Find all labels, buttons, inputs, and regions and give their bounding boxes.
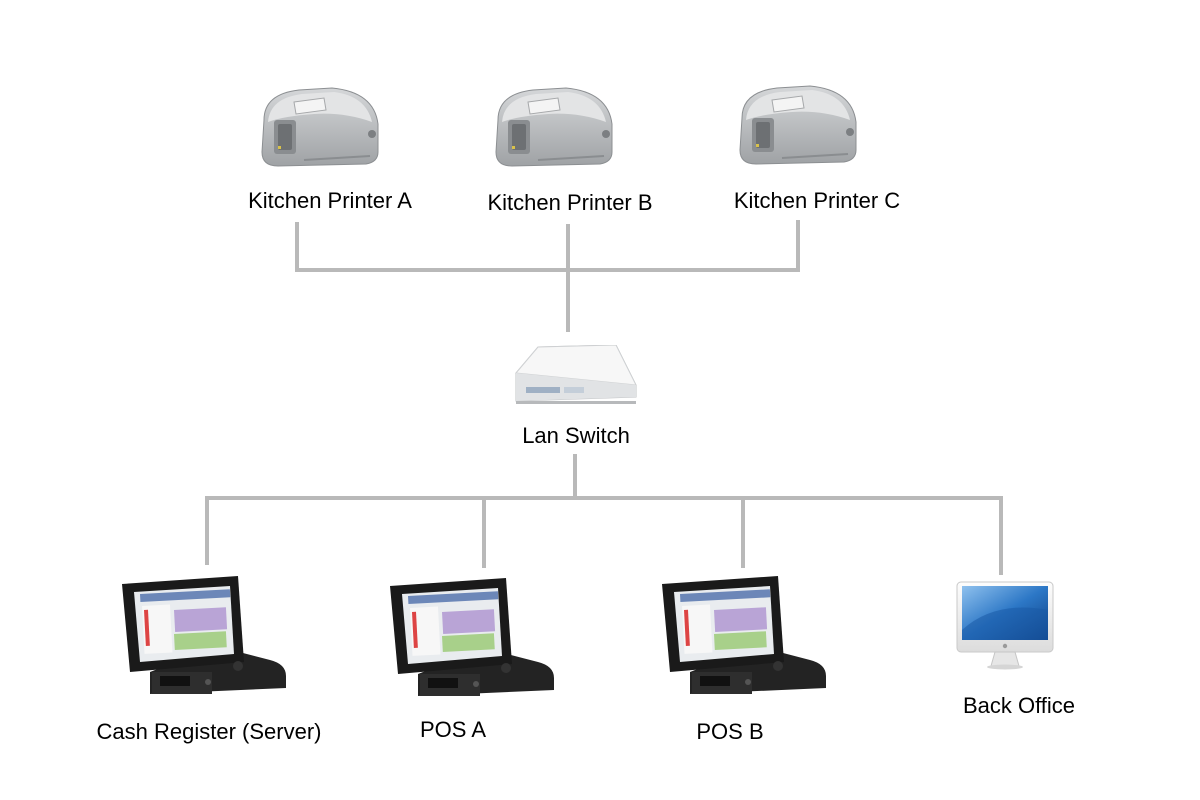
cash-register-label: Cash Register (Server) [96, 719, 322, 744]
kitchen-printer-a-label: Kitchen Printer A [248, 188, 412, 213]
kitchen-printer-b-label: Kitchen Printer B [487, 190, 653, 215]
kitchen-printer-c-label: Kitchen Printer C [733, 188, 901, 213]
back-office-monitor-icon [956, 581, 1054, 670]
cash-register-icon [122, 576, 286, 694]
back-office-label: Back Office [962, 693, 1076, 718]
lan-switch-label: Lan Switch [522, 423, 630, 448]
kitchen-printer-a-icon [261, 87, 379, 167]
pos-b-label: POS B [696, 719, 764, 744]
pos-a-label: POS A [419, 717, 487, 742]
lan-switch-icon [515, 345, 637, 405]
kitchen-printer-c-icon [739, 85, 857, 165]
pos-a-icon [390, 578, 554, 696]
pos-b-icon [662, 576, 826, 694]
kitchen-printer-b-icon [495, 87, 613, 167]
connectors [205, 220, 1003, 575]
